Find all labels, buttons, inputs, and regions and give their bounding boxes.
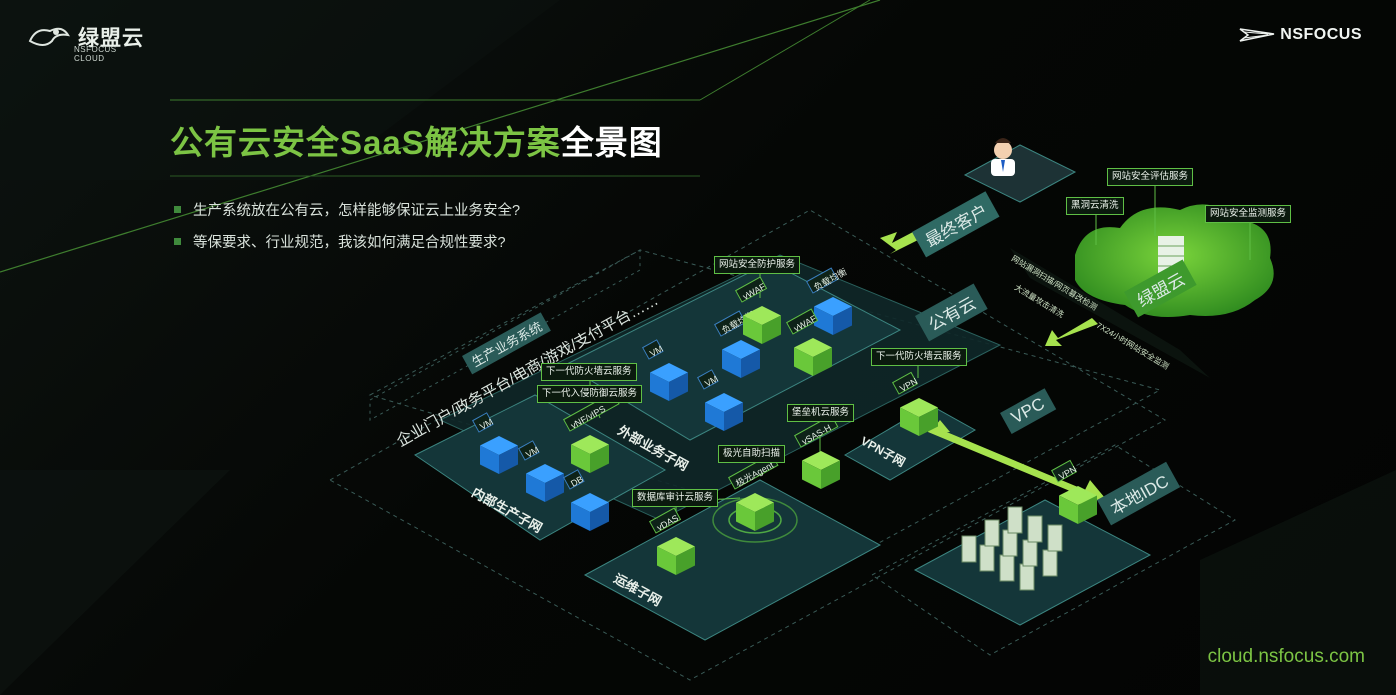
- brand-logo-left: 绿盟云 NSFOCUS CLOUD: [26, 22, 144, 63]
- brand-name-left: 绿盟云: [78, 27, 144, 50]
- customer-avatar-icon: [991, 138, 1015, 176]
- bullet-text: 生产系统放在公有云，怎样能够保证云上业务安全?: [193, 203, 521, 219]
- bullet-item: 等保要求、行业规范，我该如何满足合规性要求?: [174, 231, 506, 252]
- service-tag-blackhole: 黑洞云清洗: [1066, 197, 1124, 215]
- service-tag-bastion: 堡垒机云服务: [787, 404, 855, 422]
- node-label-box: [892, 371, 919, 395]
- nsfocus-cloud-logo-icon: [28, 27, 70, 46]
- flow-band: [1010, 248, 1210, 378]
- node-label-box: [786, 308, 819, 335]
- idc-server-rack-icon: [961, 506, 1063, 591]
- vm-node-icon: VM: [472, 412, 518, 474]
- node-label-box: [472, 412, 494, 433]
- vpn-node-icon: VPN: [1051, 459, 1097, 524]
- title-white: 全景图: [560, 124, 663, 161]
- footer-url[interactable]: cloud.nsfocus.com: [1207, 646, 1365, 667]
- service-tag-web-protect: 网站安全防护服务: [714, 256, 801, 274]
- vm-node-icon: VM: [518, 440, 564, 502]
- ops-subnet-platform: [583, 479, 882, 641]
- local-idc-zone: [871, 444, 1236, 656]
- node-label-box: [1051, 459, 1078, 483]
- bullet-item: 生产系统放在公有云，怎样能够保证云上业务安全?: [174, 199, 520, 220]
- vpn-tunnel-arrow-icon: [928, 425, 1105, 505]
- service-tag-ngfw: 下一代防火墙云服务: [871, 348, 967, 366]
- node-label-box: [697, 369, 719, 390]
- node-label-box: [642, 339, 664, 360]
- node-label-box: [735, 276, 768, 303]
- service-tag-aurora-scan: 极光自助扫描: [718, 445, 786, 463]
- service-tag-ngfw: 下一代防火墙云服务: [541, 363, 637, 381]
- title-green: 公有云安全SaaS解决方案: [170, 124, 561, 161]
- lb-node-icon: 负载均衡: [806, 266, 852, 335]
- node-label-box: [563, 469, 585, 490]
- node-label-box: [806, 267, 839, 294]
- arrow-to-cloud-icon: [1045, 318, 1098, 346]
- vwaf-node-icon: vWAF: [786, 308, 832, 376]
- vsas-h-node-icon: vSAS-H: [794, 414, 840, 489]
- brand-sub-left: NSFOCUS CLOUD: [74, 45, 117, 63]
- vdas-node-icon: vDAS: [649, 507, 695, 575]
- aurora-agent-node-icon: 极光Agent: [728, 453, 779, 531]
- node-label-box: [518, 440, 540, 461]
- service-tag-site-eval: 网站安全评估服务: [1107, 168, 1194, 186]
- vnf-vips-node-icon: vNF/vIPS: [563, 391, 620, 473]
- bullet-marker: [174, 206, 181, 213]
- vpn-node-icon: VPN: [892, 371, 938, 436]
- service-tag-ips: 下一代入侵防御云服务: [537, 385, 643, 403]
- service-tag-db-audit: 数据库审计云服务: [632, 489, 719, 507]
- brand-name-right: NSFOCUS: [1280, 26, 1362, 43]
- brand-logo-right: NSFOCUS: [1238, 26, 1362, 44]
- node-label-box: [649, 507, 682, 534]
- node-label-box: [714, 310, 747, 337]
- nsfocus-wing-icon: [1239, 28, 1275, 42]
- db-node-icon: DB: [563, 469, 609, 531]
- page-title: 公有云安全SaaS解决方案全景图: [170, 116, 663, 164]
- vm-node-icon: VM: [697, 369, 743, 431]
- bullet-marker: [174, 238, 181, 245]
- service-tag-site-monitor: 网站安全监测服务: [1205, 205, 1292, 223]
- public-cloud-zone: [328, 209, 1167, 681]
- vwaf-node-icon: vWAF: [735, 276, 781, 344]
- vm-node-icon: VM: [642, 339, 688, 401]
- bullet-text: 等保要求、行业规范，我该如何满足合规性要求?: [193, 235, 506, 251]
